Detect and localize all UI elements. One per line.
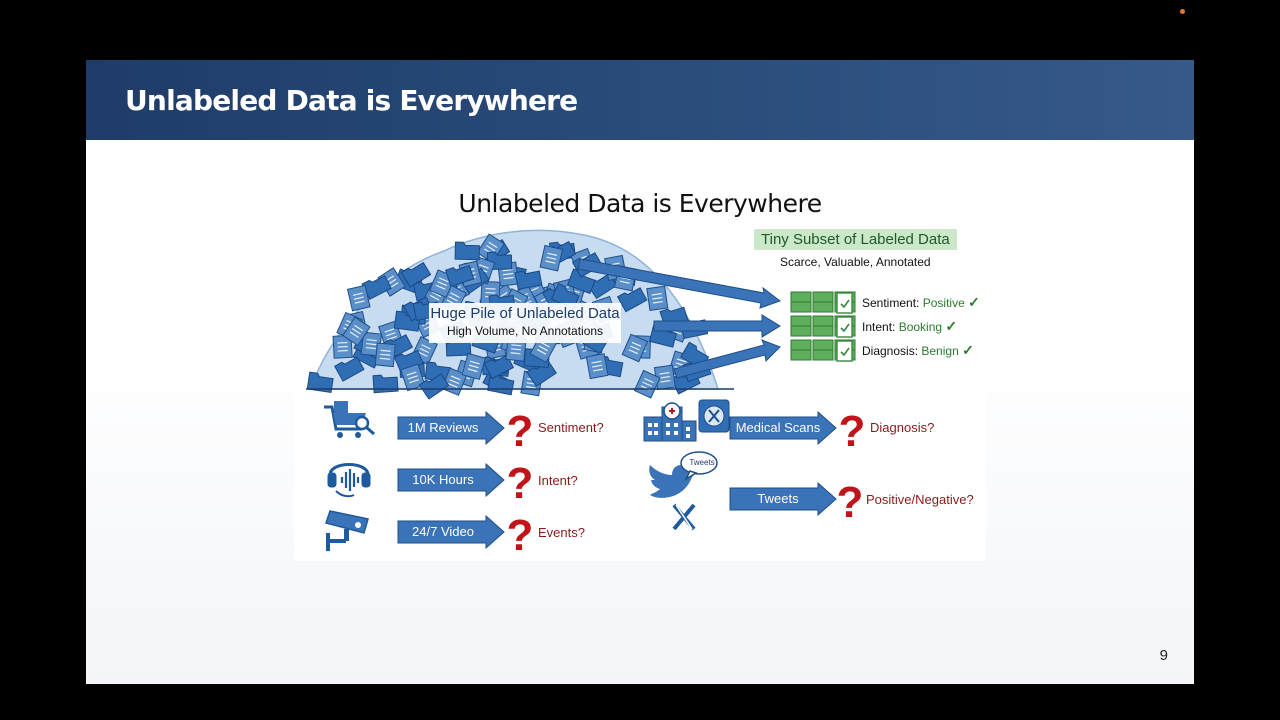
labeled-folder-icon [812,291,834,303]
labeled-folder-icon [812,349,834,361]
labeled-folder-icon [790,349,812,361]
security-camera-icon [325,510,369,551]
source-arrows [397,410,837,550]
hospital-icon [643,399,730,442]
labeled-document-icon [836,292,853,314]
question-mark-icon: ? [507,511,534,560]
question-positive-negative: Positive/Negative? [866,492,974,507]
slide: Unlabeled Data is Everywhere Unlabeled D… [86,60,1194,684]
labeled-folder-icon [790,301,812,313]
source-label-medical-scans: Medical Scans [735,420,821,435]
question-marks: ????? [507,407,866,560]
recording-indicator [1180,9,1185,14]
slide-header: Unlabeled Data is Everywhere [86,60,1194,140]
labeled-document-icon [836,340,853,362]
labeled-folder-icon [812,325,834,337]
unlabeled-pile-caption: Huge Pile of Unlabeled Data High Volume,… [429,303,621,343]
labeled-folder-icon [790,291,812,303]
labeled-folder-icon [790,325,812,337]
question-mark-icon: ? [507,407,534,456]
data-file-icon [646,285,669,312]
labeled-folder-icon [790,315,812,327]
labeled-folder-icon [812,339,834,351]
source-label-reviews: 1M Reviews [407,420,479,435]
arrow-shape [729,481,837,517]
annotation-value: Booking [898,320,943,334]
annotation-value: Benign [921,344,959,358]
arrow-shape [397,462,505,498]
annotation-diagnosis: Diagnosis: Benign ✓ [862,342,974,359]
question-diagnosis: Diagnosis? [870,420,935,435]
speech-bubble [680,451,718,481]
headset-icon [327,463,371,498]
source-label-hours: 10K Hours [412,472,474,487]
check-icon: ✓ [962,342,974,358]
infographic: Unlabeled Data is Everywhere [294,177,986,561]
source-label-tweets: Tweets [757,491,799,506]
source-label-video: 24/7 Video [412,524,474,539]
labeled-document-icon [836,316,853,338]
question-intent: Intent? [538,473,578,488]
annotation-intent: Intent: Booking ✓ [862,318,957,335]
annotation-key: Sentiment: [862,296,920,310]
arrow-shape [397,410,505,446]
labeled-folder-icon [812,301,834,313]
check-icon: ✓ [968,294,980,310]
question-mark-icon: ? [839,407,866,456]
question-events: Events? [538,525,585,540]
page-number: 9 [1159,647,1168,664]
labeled-folder-icon [812,315,834,327]
labeled-subset-subtitle: Scarce, Valuable, Annotated [780,255,931,269]
labeled-folder-icon [790,339,812,351]
twitter-bird-icon [649,465,698,531]
pile-title: Huge Pile of Unlabeled Data [430,305,620,322]
annotation-key: Diagnosis: [862,344,919,358]
shopping-cart-icon [324,401,375,438]
annotation-value: Positive [922,296,965,310]
labeled-subset-title: Tiny Subset of Labeled Data [754,229,957,250]
arrow-shape [729,410,837,446]
arrow-shape [397,514,505,550]
data-file-icon [585,353,609,380]
infographic-title: Unlabeled Data is Everywhere [458,189,822,218]
question-mark-icon: ? [507,459,534,508]
slide-title: Unlabeled Data is Everywhere [125,84,578,117]
speech-bubble-text: Tweets [689,458,715,467]
pile-to-labeled-arrows [577,258,782,379]
question-mark-icon: ? [837,478,864,527]
data-file-icon [374,342,396,368]
pile-subtitle: High Volume, No Annotations [446,324,604,338]
annotation-key: Intent: [862,320,896,334]
check-icon: ✓ [945,318,958,334]
annotation-sentiment: Sentiment: Positive ✓ [862,294,980,311]
question-sentiment: Sentiment? [538,420,604,435]
labeled-data-stack [790,291,856,362]
